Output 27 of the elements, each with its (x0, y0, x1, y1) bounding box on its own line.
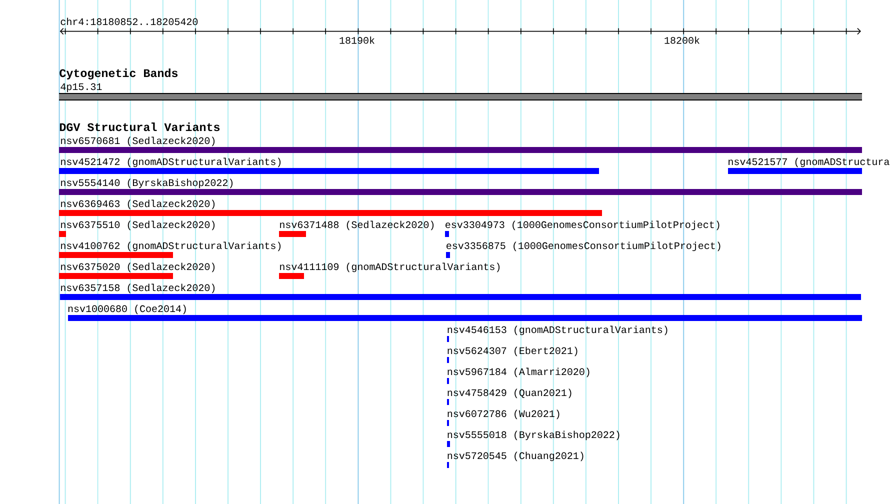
band-label: 4p15.31 (60, 83, 102, 92)
tick-label: 18200k (664, 36, 700, 44)
feature-label: nsv5720545 (Chuang2021) (448, 452, 584, 462)
feature-label: nsv4521472 (gnomADStructuralVariants) (61, 158, 281, 168)
feature-label: nsv6570681 (Sedlazeck2020) (61, 136, 215, 146)
feature-label: esv3356875 (1000GenomesConsortiumPilotProject) (446, 242, 720, 252)
feature-label: nsv6375510 (Sedlazeck2020) (61, 220, 215, 230)
tick-label: 18190k (340, 36, 374, 44)
location-label: chr4:18180852..18205420 (60, 18, 198, 26)
feature-label: nsv4111109 (gnomADStructuralVariants) (280, 262, 500, 272)
feature-label: nsv5554140 (ByrskaBishop2022) (61, 178, 233, 188)
feature-label: nsv6375020 (Sedlazeck2020) (61, 262, 215, 272)
feature-label: nsv4521577 (gnomADStructura (728, 158, 890, 168)
feature-label: nsv6072786 (Wu2021) (448, 410, 560, 420)
feature-label: nsv5624307 (Ebert2021) (448, 346, 578, 356)
feature-label: nsv4758429 (Quan2021) (448, 388, 572, 398)
feature-label: nsv6369463 (Sedlazeck2020) (61, 200, 215, 210)
feature-label: nsv6357158 (Sedlazeck2020) (61, 284, 215, 294)
feature-label: nsv4100762 (gnomADStructuralVariants) (61, 242, 281, 252)
track-heading: DGV Structural Variants (60, 122, 220, 132)
feature-label: nsv6371488 (Sedlazeck2020) (280, 220, 434, 230)
feature-label: nsv5967184 (Almarri2020) (448, 368, 590, 378)
feature-label: nsv5555018 (ByrskaBishop2022) (448, 430, 620, 440)
feature-label: nsv1000680 (Coe2014) (68, 304, 186, 314)
track-heading: Cytogenetic Bands (60, 68, 178, 80)
feature-label: esv3304973 (1000GenomesConsortiumPilotProject) (446, 220, 720, 230)
feature-label: nsv4546153 (gnomADStructuralVariants) (448, 326, 668, 336)
